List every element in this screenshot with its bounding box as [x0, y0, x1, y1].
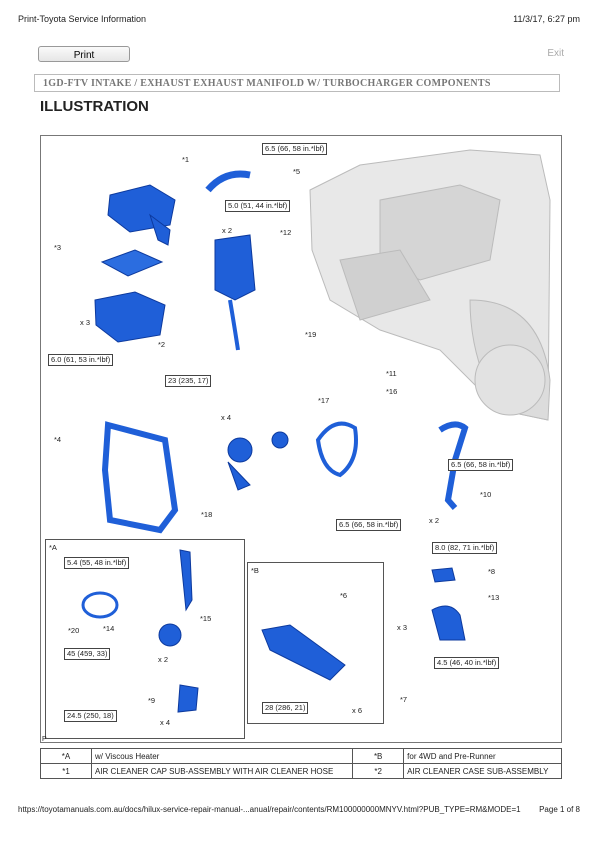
hose-part: [205, 170, 251, 193]
qty-label: x 3: [397, 623, 408, 632]
callout-4: *4: [54, 435, 62, 444]
legend-key: *A: [40, 748, 92, 764]
qty-label: x 4: [221, 413, 232, 422]
browser-page-title: Print-Toyota Service Information: [18, 14, 147, 24]
callout-6: *6: [340, 591, 348, 600]
callout-16: *16: [386, 387, 398, 396]
callout-8: *8: [488, 567, 496, 576]
callout-2: *2: [158, 340, 166, 349]
torque-spec: 5.4 (55, 48 in.*lbf): [64, 557, 130, 569]
callout-9: *9: [148, 696, 156, 705]
torque-spec: 6.5 (66, 58 in.*lbf): [448, 459, 514, 471]
under-cover-part: [261, 624, 346, 681]
callout-17: *17: [318, 396, 330, 405]
qty-label: x 3: [80, 318, 91, 327]
engine-bay-sketch: [309, 149, 551, 421]
pipe-part: [438, 421, 469, 510]
callout-18: *18: [201, 510, 213, 519]
illustration-frame: [40, 135, 562, 743]
legend-key: *B: [352, 748, 405, 764]
torque-spec: 5.0 (51, 44 in.*lbf): [225, 200, 291, 212]
subassembly-b-box: [247, 562, 384, 724]
callout-5: *5: [293, 167, 301, 176]
section-title: ILLUSTRATION: [40, 98, 149, 115]
callout-19: *19: [305, 330, 317, 339]
small-bracket-part: [431, 567, 456, 583]
callout-10: *10: [480, 490, 492, 499]
fan-part: [227, 437, 253, 491]
qty-label: x 2: [222, 226, 233, 235]
legend-desc: for 4WD and Pre-Runner: [403, 748, 562, 764]
legend-desc: AIR CLEANER CAP SUB-ASSEMBLY WITH AIR CL…: [90, 763, 354, 779]
harness-part: [431, 605, 466, 641]
air-filter-part: [100, 249, 164, 277]
legend-key: *1: [40, 763, 92, 779]
qty-label: x 6: [352, 706, 363, 715]
exit-link[interactable]: Exit: [547, 48, 564, 59]
reservoir-part: [214, 234, 256, 351]
callout-14: *14: [103, 624, 115, 633]
torque-spec: 6.5 (66, 58 in.*lbf): [262, 143, 328, 155]
sub-b-label: *B: [251, 566, 259, 575]
belt-part: [315, 421, 358, 478]
fan-shroud-part: [101, 421, 179, 534]
torque-spec: 28 (286, 21): [262, 702, 309, 714]
print-datetime: 11/3/17, 6:27 pm: [513, 14, 580, 24]
air-cleaner-cap-part: [107, 184, 176, 246]
footer-page: Page 1 of 8: [539, 805, 580, 814]
viscous-heater-part: [158, 623, 182, 647]
legend-desc: AIR CLEANER CASE SUB-ASSEMBLY: [403, 763, 562, 779]
legend-key: *2: [352, 763, 405, 779]
air-cleaner-case-part: [94, 291, 166, 343]
subassembly-a-box: [45, 539, 245, 739]
qty-label: x 4: [160, 718, 171, 727]
callout-7: *7: [400, 695, 408, 704]
callout-11: *11: [386, 369, 397, 378]
legend-desc: w/ Viscous Heater: [90, 748, 354, 764]
callout-13: *13: [488, 593, 500, 602]
footer-url: https://toyotamanuals.com.au/docs/hilux-…: [18, 805, 521, 814]
legend-table: *A w/ Viscous Heater *B for 4WD and Pre-…: [40, 748, 562, 779]
pulley-part: [271, 431, 289, 449]
table-row: *1 AIR CLEANER CAP SUB-ASSEMBLY WITH AIR…: [40, 763, 562, 779]
callout-1: *1: [182, 155, 190, 164]
heater-bracket-part: [177, 684, 199, 713]
torque-spec: 4.5 (46, 40 in.*lbf): [434, 657, 500, 669]
oring-part: [81, 591, 119, 619]
torque-spec: 24.5 (250, 18): [64, 710, 117, 722]
callout-20: *20: [68, 626, 80, 635]
print-button[interactable]: Print: [38, 46, 130, 62]
qty-label: x 2: [158, 655, 169, 664]
qty-label: x 2: [429, 516, 440, 525]
torque-spec: 6.0 (61, 53 in.*lbf): [48, 354, 114, 366]
callout-3: *3: [54, 243, 62, 252]
callout-15: *15: [200, 614, 212, 623]
p-mark: P: [42, 736, 47, 743]
breadcrumb: 1GD-FTV INTAKE / EXHAUST EXHAUST MANIFOL…: [34, 74, 560, 92]
callout-12: *12: [280, 228, 292, 237]
table-row: *A w/ Viscous Heater *B for 4WD and Pre-…: [40, 748, 562, 764]
torque-spec: 6.5 (66, 58 in.*lbf): [336, 519, 402, 531]
torque-spec: 23 (235, 17): [165, 375, 212, 387]
torque-spec: 8.0 (82, 71 in.*lbf): [432, 542, 498, 554]
torque-spec: 45 (459, 33): [64, 648, 111, 660]
bracket-part: [179, 549, 193, 612]
sub-a-label: *A: [49, 543, 57, 552]
